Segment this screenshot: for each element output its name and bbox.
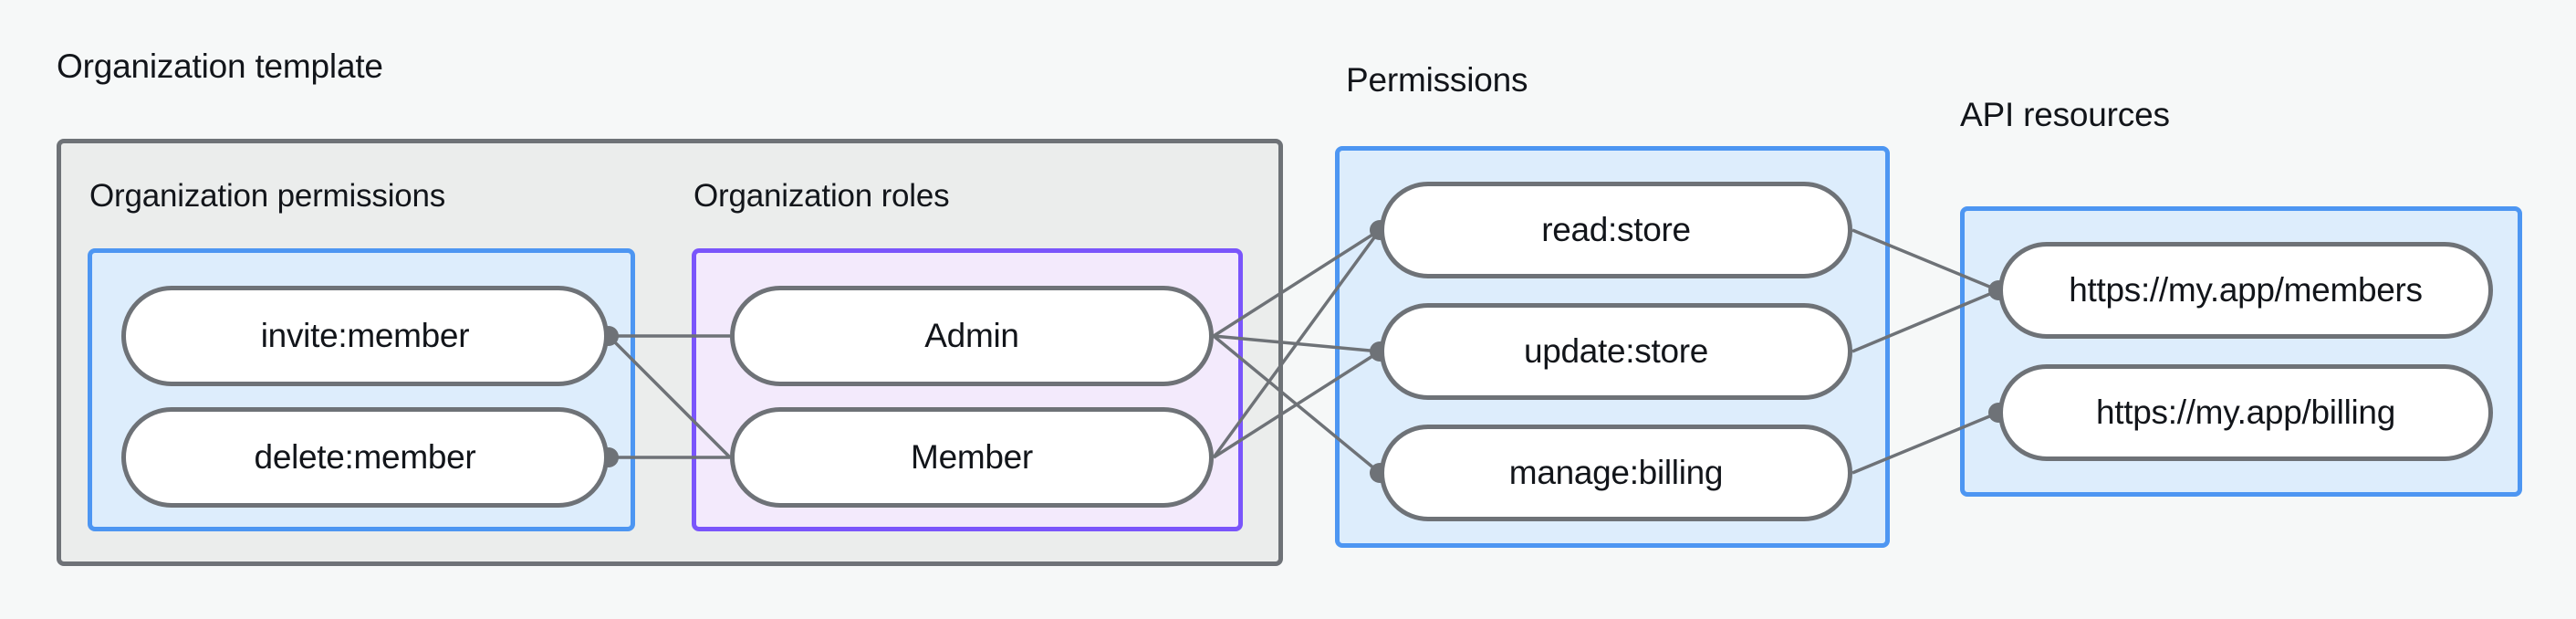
- node-invite-member-label: invite:member: [260, 317, 470, 354]
- node-members-url[interactable]: https://my.app/members: [1998, 242, 2493, 339]
- node-read-store[interactable]: read:store: [1380, 182, 1852, 278]
- node-manage-billing[interactable]: manage:billing: [1380, 425, 1852, 521]
- node-read-store-label: read:store: [1541, 211, 1691, 248]
- node-delete-member-label: delete:member: [254, 438, 476, 476]
- node-invite-member[interactable]: invite:member: [121, 286, 609, 386]
- organization-roles-subtitle: Organization roles: [694, 178, 950, 214]
- node-billing-url[interactable]: https://my.app/billing: [1998, 364, 2493, 461]
- node-update-store[interactable]: update:store: [1380, 303, 1852, 400]
- node-update-store-label: update:store: [1523, 332, 1709, 370]
- permissions-title: Permissions: [1346, 61, 1528, 99]
- node-members-url-label: https://my.app/members: [2069, 271, 2423, 309]
- node-admin[interactable]: Admin: [730, 286, 1214, 386]
- node-admin-label: Admin: [924, 317, 1019, 354]
- node-delete-member[interactable]: delete:member: [121, 407, 609, 508]
- node-manage-billing-label: manage:billing: [1508, 454, 1724, 491]
- organization-permissions-subtitle: Organization permissions: [89, 178, 446, 214]
- organization-template-title: Organization template: [57, 47, 383, 85]
- node-member-label: Member: [911, 438, 1033, 476]
- api-resources-title: API resources: [1960, 96, 2170, 133]
- node-member[interactable]: Member: [730, 407, 1214, 508]
- node-billing-url-label: https://my.app/billing: [2096, 393, 2395, 431]
